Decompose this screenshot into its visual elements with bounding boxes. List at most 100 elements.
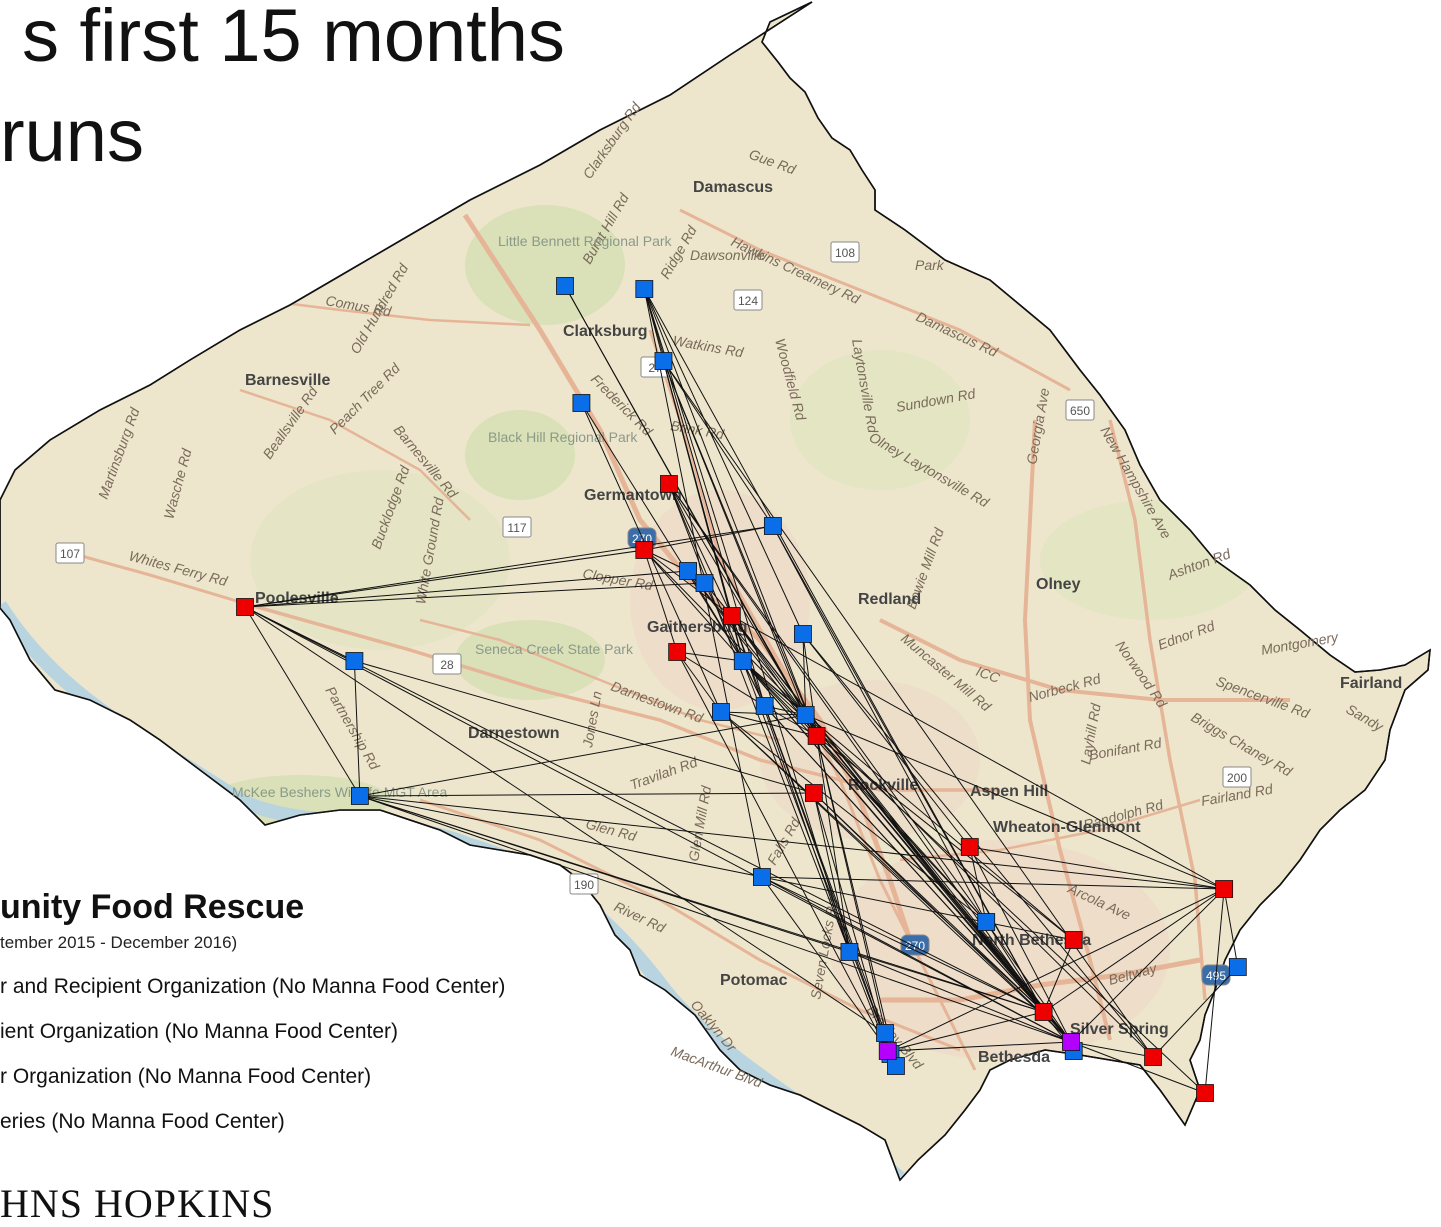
red-marker-gaithersburg-east[interactable]: [722, 607, 741, 625]
rescue-route-line: [676, 651, 765, 707]
red-marker-germantown-south[interactable]: [635, 541, 654, 559]
red-marker-germantown-north[interactable]: [660, 475, 678, 493]
red-marker-kensington[interactable]: [1064, 931, 1083, 949]
legend-item-donor-recipient: r and Recipient Organization (No Manna F…: [0, 975, 506, 998]
rescue-route-line: [668, 483, 733, 617]
rescue-route-line: [969, 846, 1072, 1043]
blue-marker-bethesda-south[interactable]: [887, 1057, 905, 1075]
town-label: Germantown: [584, 487, 682, 504]
rescue-route-line: [359, 795, 1225, 890]
route-shield-label: 190: [574, 878, 594, 892]
blue-marker-bethesda-north[interactable]: [876, 1024, 894, 1042]
rescue-route-line: [887, 1011, 1044, 1052]
rescue-route-line: [985, 921, 1072, 1043]
rescue-route-line: [643, 288, 818, 737]
rescue-route-line: [580, 402, 744, 662]
blue-marker-aspen-hill[interactable]: [977, 913, 996, 931]
red-marker-silver-spring-east[interactable]: [1144, 1048, 1162, 1066]
blue-marker-clarksburg-west[interactable]: [556, 277, 574, 295]
town-labels: DamascusClarksburgBarnesvilleGermantownP…: [245, 179, 1402, 1066]
rescue-route-line: [720, 711, 817, 737]
blue-marker-gaithersburg-south[interactable]: [711, 703, 730, 721]
blue-marker-boyds[interactable]: [572, 394, 591, 412]
blue-marker-germantown-center[interactable]: [679, 562, 697, 580]
blue-marker-white-oak[interactable]: [1228, 958, 1247, 976]
blue-marker-dickerson[interactable]: [345, 652, 364, 670]
route-shield-icon: [55, 542, 85, 564]
park-area: [465, 205, 625, 325]
route-shield-label: 650: [1070, 404, 1090, 418]
rescue-route-line: [244, 582, 705, 608]
red-marker-takoma-park[interactable]: [1196, 1084, 1214, 1102]
park-area: [455, 620, 605, 700]
rescue-route-line: [1043, 888, 1225, 1013]
rescue-route-line: [244, 606, 1044, 1013]
rescue-route-line: [731, 615, 850, 953]
blue-marker-clarksburg-south[interactable]: [654, 352, 673, 370]
park-area: [465, 410, 575, 500]
purple-marker-bethesda-both[interactable]: [878, 1042, 897, 1060]
park-label: Seneca Creek State Park: [475, 641, 634, 657]
rescue-route-line: [805, 714, 1154, 1058]
legend-item-donor: r Organization (No Manna Food Center): [0, 1065, 372, 1088]
blue-marker-north-bethesda[interactable]: [840, 943, 859, 961]
rescue-route-line: [805, 714, 1072, 1043]
rescue-route-line: [761, 876, 1044, 1013]
road-whites-ferry: [59, 548, 251, 607]
route-shield-label: 107: [60, 547, 80, 561]
rescue-route-line: [359, 795, 1044, 1013]
blue-marker-redland[interactable]: [794, 625, 812, 643]
blue-marker-rockville-east[interactable]: [796, 706, 815, 724]
rescue-route-line: [353, 660, 361, 797]
rescue-route-line: [643, 288, 1045, 1013]
red-marker-poolesville-donor[interactable]: [236, 598, 254, 616]
slide-title-line-2: runs: [0, 94, 144, 177]
rescue-route-line: [676, 651, 722, 713]
rescue-route-line: [720, 711, 1044, 1013]
legend-item-deliveries: eries (No Manna Food Center): [0, 1110, 285, 1133]
rescue-route-line: [1070, 1041, 1154, 1058]
rescue-route-line: [849, 951, 1072, 1043]
red-marker-rockville-north[interactable]: [807, 727, 826, 745]
rescue-route-line: [816, 735, 891, 1055]
purple-marker-silver-spring-both[interactable]: [1062, 1033, 1080, 1051]
blue-marker-potomac-north[interactable]: [753, 868, 771, 886]
blue-marker-clarksburg[interactable]: [635, 280, 654, 298]
park-area: [790, 350, 970, 490]
red-marker-silver-spring-west[interactable]: [1034, 1003, 1053, 1021]
red-marker-rockville-center[interactable]: [804, 784, 823, 802]
rescue-route-line: [643, 549, 744, 662]
rescue-route-line: [1223, 888, 1239, 968]
red-marker-fairland-east[interactable]: [1215, 880, 1234, 898]
town-label: Fairland: [1340, 675, 1402, 692]
rescue-route-line: [761, 876, 891, 1055]
red-marker-wheaton[interactable]: [960, 838, 979, 856]
town-label: Barnesville: [245, 372, 330, 389]
rescue-route-line: [668, 483, 850, 953]
park-label: Black Hill Regional Park: [488, 429, 638, 445]
blue-marker-gaithersburg[interactable]: [733, 652, 752, 670]
rescue-route-line: [354, 660, 815, 794]
blue-marker-rockville-west[interactable]: [755, 697, 774, 715]
red-marker-gaithersburg-south[interactable]: [668, 643, 687, 661]
rescue-route-line: [849, 951, 1044, 1013]
town-label: Silver Spring: [1070, 1021, 1169, 1038]
blue-marker-goshen[interactable]: [763, 517, 782, 535]
county-border: [0, 1, 1431, 1182]
rescue-route-line: [663, 360, 774, 527]
rescue-route-line: [969, 846, 1225, 890]
rescue-route-line: [644, 525, 773, 551]
rescue-route-line: [813, 792, 1044, 1013]
blue-marker-germantown-east[interactable]: [695, 574, 714, 592]
rescue-route-line: [731, 615, 886, 1034]
road-rt108: [679, 208, 1071, 392]
town-label: Wheaton-Glenmont: [993, 819, 1141, 836]
legend-subtitle: tember 2015 - December 2016): [0, 933, 238, 952]
legend-title: unity Food Rescue: [0, 888, 305, 926]
route-shield-label: 124: [738, 294, 758, 308]
blue-marker-darnestown[interactable]: [350, 787, 369, 805]
rescue-route-line: [816, 735, 987, 923]
rescue-route-line: [1070, 888, 1225, 1043]
rescue-route-line: [677, 651, 743, 662]
